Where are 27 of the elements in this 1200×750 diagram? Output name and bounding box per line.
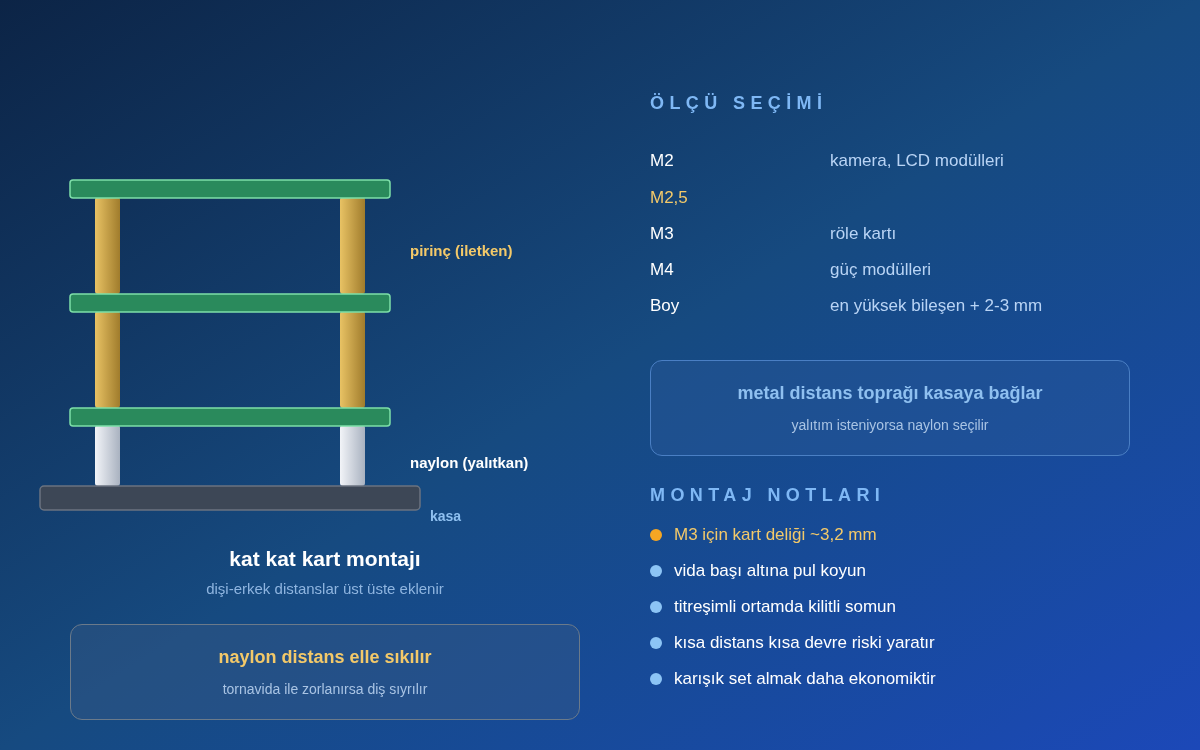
- usage-cell-text: güç modülleri: [830, 259, 932, 281]
- usage-cell-text: kamera, LCD modülleri: [830, 150, 1004, 172]
- note-heading: metal distans toprağı kasaya bağlar: [737, 382, 1043, 405]
- part-label: kasa: [430, 507, 462, 526]
- drawing-caption: kat kat kart montajı: [228, 546, 422, 572]
- note-text: M3 için kart deliği ~3,2 mm: [674, 524, 877, 546]
- note-body: yalıtım isteniyorsa naylon seçilir: [791, 416, 989, 435]
- note-text: titreşimli ortamda kilitli somun: [674, 596, 896, 618]
- usage-cell-text: röle kartı: [830, 223, 897, 245]
- size-cell-text: M2,5: [650, 187, 688, 209]
- note-body: tornavida ile zorlanırsa diş sıyrılır: [222, 680, 428, 699]
- size-cell-text: Boy: [650, 295, 680, 317]
- note-card: [70, 624, 580, 720]
- note-text: karışık set almak daha ekonomiktir: [674, 668, 936, 690]
- size-cell-text: M2: [650, 150, 674, 172]
- section-heading: ÖLÇÜ SEÇİMİ: [650, 92, 828, 115]
- size-cell-text: M3: [650, 223, 674, 245]
- material-label: naylon (yalıtkan): [410, 453, 529, 473]
- section-heading: MONTAJ NOTLARI: [650, 484, 886, 507]
- note-card: [650, 360, 1130, 456]
- size-cell-text: M4: [650, 259, 674, 281]
- note-heading: naylon distans elle sıkılır: [218, 646, 432, 669]
- material-label: pirinç (iletken): [410, 241, 513, 261]
- note-text: kısa distans kısa devre riski yaratır: [674, 632, 935, 654]
- drawing-subcaption: dişi-erkek distanslar üst üste eklenir: [205, 579, 445, 599]
- usage-cell-text: en yüksek bileşen + 2-3 mm: [830, 295, 1043, 317]
- note-text: vida başı altına pul koyun: [674, 560, 866, 582]
